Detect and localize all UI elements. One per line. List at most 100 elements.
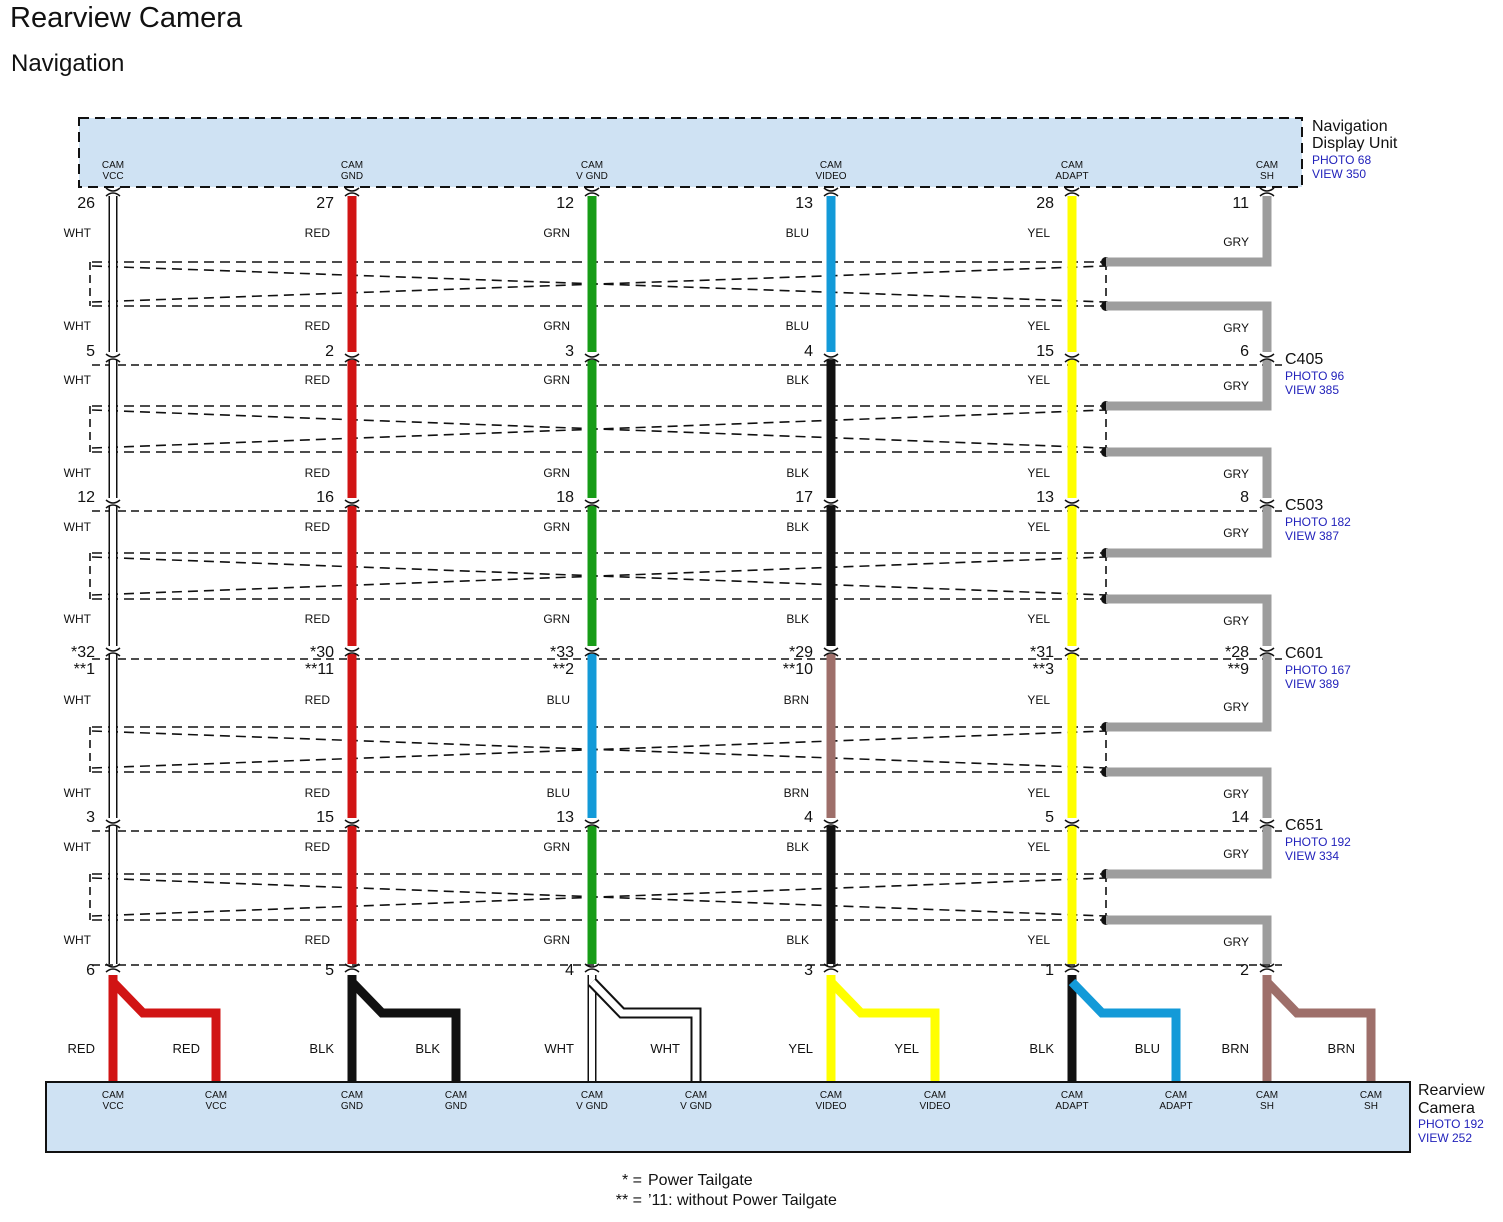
bottom-pin-label-4-b2: ADAPT [1159, 1101, 1192, 1112]
top-pin-mark-1-top [344, 187, 360, 192]
top-pin-mark-4-bottom [1064, 192, 1080, 197]
split-wire-0-bent [109, 978, 221, 1082]
split-wire-0-bent-color: RED [173, 1041, 200, 1056]
wire-0-segment-4-lower-color: WHT [64, 933, 92, 947]
top-pin-label-1-b: GND [341, 171, 363, 182]
bottom-pin-label-0-a1: CAM [102, 1090, 124, 1101]
connector-0-pin-3: 4 [804, 343, 813, 360]
bottom-pin-mark-2-bottom [584, 968, 600, 973]
connector-1-pin-mark-1-bottom [344, 504, 360, 509]
top-pin-mark-0-bottom [105, 192, 121, 197]
wire-1-segment-2-lower-color: RED [305, 612, 331, 626]
connector-1-view-link: VIEW 387 [1285, 529, 1339, 543]
connector-3-pin-0: 3 [86, 809, 95, 826]
connector-2-pin-1-a: *30 [310, 644, 334, 661]
connector-2-pin-2-b: **2 [553, 661, 574, 678]
wire-4-segment-2-upper-color: YEL [1027, 520, 1050, 534]
drain-wire-0-lower-color: GRY [1223, 321, 1249, 335]
connector-0-pin-2: 3 [565, 343, 574, 360]
connector-0-pin-mark-5-bottom [1259, 358, 1275, 363]
connector-0-pin-mark-2-top [584, 353, 600, 358]
shield-cross-a-4 [91, 877, 1107, 917]
connector-1-name: C503 [1285, 497, 1323, 514]
connector-2-pin-2-a: *33 [550, 644, 574, 661]
top-pin-mark-5-top [1259, 187, 1275, 192]
wire-3-segment-4-lower-color: BLK [786, 933, 809, 947]
bottom-pin-label-0-a2: VCC [102, 1101, 123, 1112]
connector-3-view-link: VIEW 334 [1285, 849, 1339, 863]
top-pin-label-2-a: CAM [581, 160, 603, 171]
shield-cross-b-2 [91, 556, 1107, 596]
bottom-pin-number-2: 4 [565, 962, 574, 979]
bottom-pin-mark-1-top [344, 963, 360, 968]
connector-0-pin-mark-0-bottom [105, 358, 121, 363]
top-pin-number-2: 12 [556, 195, 574, 212]
connector-1-pin-3: 17 [795, 489, 813, 506]
top-pin-mark-1-bottom [344, 192, 360, 197]
wire-3-segment-3-lower-color: BRN [784, 786, 809, 800]
wire-4-segment-0-lower-color: YEL [1027, 319, 1050, 333]
connector-3-pin-mark-3-top [823, 819, 839, 824]
wire-0-segment-0-lower-color: WHT [64, 319, 92, 333]
page-title: Rearview Camera [10, 2, 243, 34]
bottom-pin-label-3-b2: VIDEO [919, 1101, 950, 1112]
connector-0-pin-mark-1-bottom [344, 358, 360, 363]
connector-3-pin-mark-4-top [1064, 819, 1080, 824]
top-pin-mark-4-top [1064, 187, 1080, 192]
connector-0-pin-5: 6 [1240, 343, 1249, 360]
connector-1-pin-mark-3-top [823, 499, 839, 504]
wire-2-segment-1-lower-color: GRN [543, 466, 570, 480]
wire-2-segment-0-upper-color: GRN [543, 226, 570, 240]
connector-1-pin-mark-3-bottom [823, 504, 839, 509]
top-pin-mark-3-bottom [823, 192, 839, 197]
connector-2-pin-mark-1-top [344, 647, 360, 652]
wire-2-segment-2-upper-color: GRN [543, 520, 570, 534]
connector-3-pin-3: 4 [804, 809, 813, 826]
wire-4-segment-4-lower-color: YEL [1027, 933, 1050, 947]
split-wire-2-bent-color: WHT [650, 1041, 680, 1056]
rearview-camera-box [45, 1081, 1411, 1153]
bottom-pin-mark-3-bottom [823, 968, 839, 973]
connector-0-pin-mark-1-top [344, 353, 360, 358]
bottom-pin-mark-4-top [1064, 963, 1080, 968]
drain-wire-1-lower [1120, 447, 1272, 498]
legend-mark-0: * = [622, 1172, 642, 1189]
top-unit-photo-link: PHOTO 68 [1312, 153, 1371, 167]
wire-0-segment-2-lower-color: WHT [64, 612, 92, 626]
wire-3-segment-3-upper-color: BRN [784, 693, 809, 707]
top-unit-name-line2: Display Unit [1312, 135, 1398, 152]
connector-3-pin-2: 13 [556, 809, 574, 826]
bottom-pin-label-2-a2: V GND [576, 1101, 608, 1112]
bottom-pin-mark-0-bottom [105, 968, 121, 973]
wire-0-segment-1-upper-color: WHT [64, 373, 92, 387]
split-wire-3-straight-color: YEL [788, 1041, 813, 1056]
wire-1-segment-2-upper-color: RED [305, 520, 331, 534]
connector-1-pin-5: 8 [1240, 489, 1249, 506]
connector-2-pin-mark-1-bottom [344, 652, 360, 657]
wire-0-segment-1-lower-color: WHT [64, 466, 92, 480]
connector-3-pin-4: 5 [1045, 809, 1054, 826]
connector-3-pin-mark-0-bottom [105, 824, 121, 829]
wire-0-segment-3-upper-color: WHT [64, 693, 92, 707]
connector-2-pin-mark-4-top [1064, 647, 1080, 652]
legend-mark-1: ** = [616, 1192, 642, 1209]
split-wire-3-bent [827, 978, 940, 1082]
wire-4-segment-4-upper-color: YEL [1027, 840, 1050, 854]
connector-2-pin-mark-5-top [1259, 647, 1275, 652]
split-wire-1-bent [348, 978, 461, 1082]
wire-1-segment-0-lower-color: RED [305, 319, 331, 333]
connector-2-pin-3-b: **10 [783, 661, 813, 678]
connector-2-pin-0-b: **1 [74, 661, 95, 678]
shield-cross-a-3 [91, 730, 1107, 769]
connector-1-pin-2: 18 [556, 489, 574, 506]
connector-1-pin-mark-5-top [1259, 499, 1275, 504]
connector-0-photo-link: PHOTO 96 [1285, 369, 1344, 383]
wire-4-segment-2-lower-color: YEL [1027, 612, 1050, 626]
wire-0-segment-3-lower-color: WHT [64, 786, 92, 800]
top-pin-mark-5-bottom [1259, 192, 1275, 197]
connector-0-pin-mark-3-top [823, 353, 839, 358]
page-subtitle: Navigation [11, 50, 125, 77]
connector-1-pin-mark-2-top [584, 499, 600, 504]
top-pin-label-0-b: VCC [102, 171, 123, 182]
connector-3-pin-mark-0-top [105, 819, 121, 824]
